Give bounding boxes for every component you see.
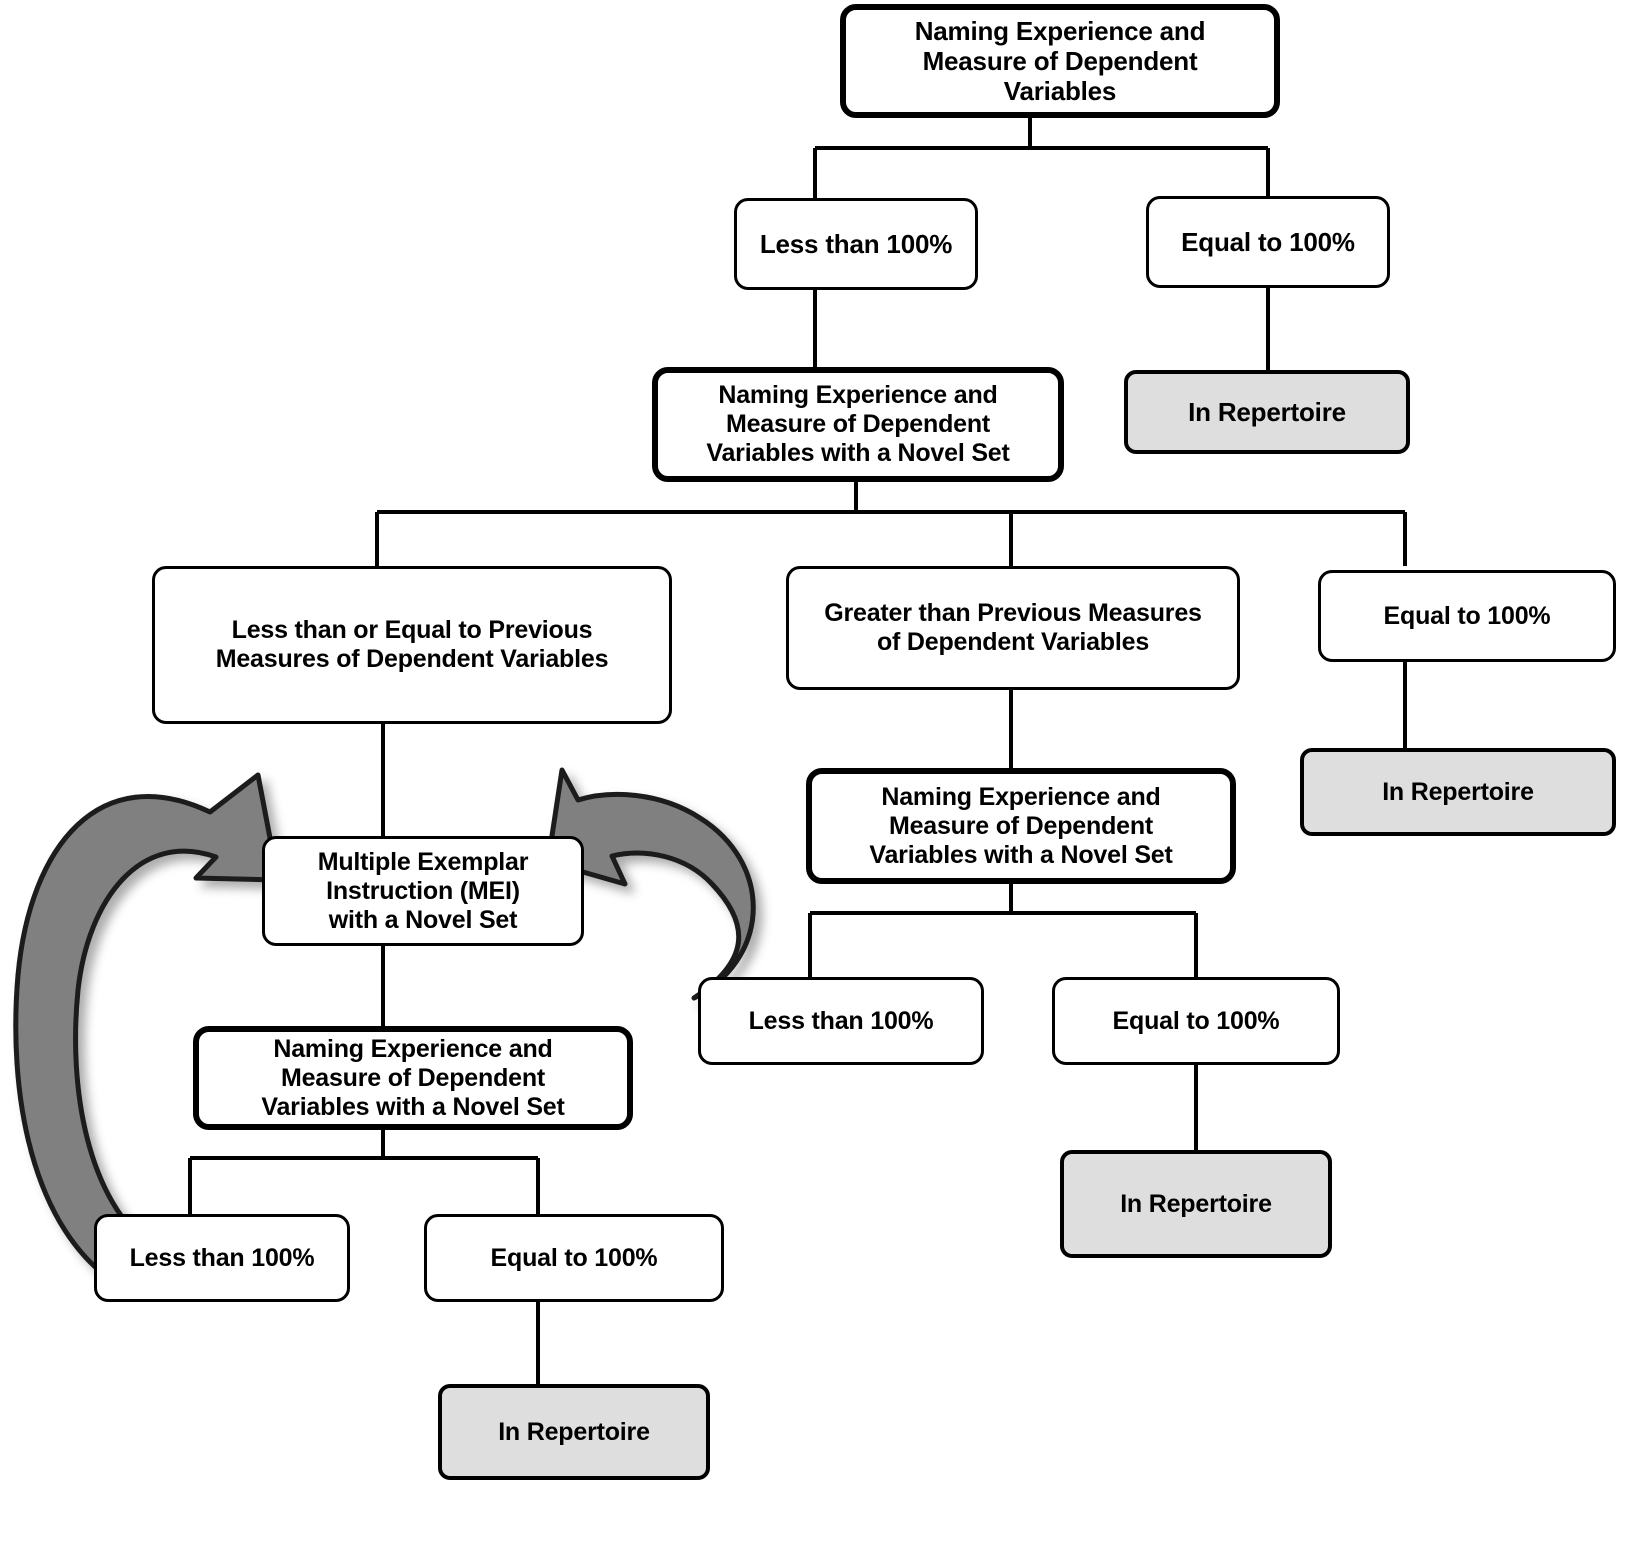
node-mei-equal-label: Equal to 100% <box>490 1243 658 1272</box>
node-root-less-than-100[interactable]: Less than 100% <box>734 198 978 290</box>
node-root-equal-label: Equal to 100% <box>1181 226 1355 257</box>
node-in-repertoire-right-column[interactable]: In Repertoire <box>1300 748 1616 836</box>
node-mei-label: Multiple Exemplar Instruction (MEI) with… <box>317 847 529 934</box>
node-mei-less-than-100[interactable]: Less than 100% <box>94 1214 350 1302</box>
node-mei-less-label: Less than 100% <box>129 1243 315 1272</box>
node-novel-set-1-label: Naming Experience and Measure of Depende… <box>706 381 1010 467</box>
node-root-less-label: Less than 100% <box>759 228 953 259</box>
node-root-equal-to-100[interactable]: Equal to 100% <box>1146 196 1390 288</box>
node-mei-equal-to-100[interactable]: Equal to 100% <box>424 1214 724 1302</box>
node-in-repertoire-bottom[interactable]: In Repertoire <box>438 1384 710 1480</box>
node-ns3-less-than-100[interactable]: Less than 100% <box>698 977 984 1065</box>
node-in-repertoire-middle-column[interactable]: In Repertoire <box>1060 1150 1332 1258</box>
node-naming-experience-novel-set-1[interactable]: Naming Experience and Measure of Depende… <box>652 367 1064 482</box>
node-multiple-exemplar-instruction[interactable]: Multiple Exemplar Instruction (MEI) with… <box>262 836 584 946</box>
node-in-repertoire-top-right-label: In Repertoire <box>1188 396 1346 427</box>
node-root-naming-experience[interactable]: Naming Experience and Measure of Depende… <box>840 4 1280 118</box>
node-branch-right-label: Equal to 100% <box>1383 601 1551 630</box>
node-greater-than-previous-measures[interactable]: Greater than Previous Measures of Depend… <box>786 566 1240 690</box>
node-ns3-equal-label: Equal to 100% <box>1112 1006 1280 1035</box>
node-in-repertoire-top-right[interactable]: In Repertoire <box>1124 370 1410 454</box>
node-novel-set-2-label: Naming Experience and Measure of Depende… <box>261 1034 565 1121</box>
node-root-label: Naming Experience and Measure of Depende… <box>914 15 1206 107</box>
node-in-repertoire-right-column-label: In Repertoire <box>1382 777 1534 806</box>
node-naming-experience-novel-set-2[interactable]: Naming Experience and Measure of Depende… <box>193 1026 633 1130</box>
node-branch-left-label: Less than or Equal to Previous Measures … <box>215 616 609 673</box>
node-in-repertoire-middle-column-label: In Repertoire <box>1120 1189 1272 1218</box>
node-in-repertoire-bottom-label: In Repertoire <box>498 1417 650 1446</box>
node-ns3-equal-to-100[interactable]: Equal to 100% <box>1052 977 1340 1065</box>
node-branch-middle-label: Greater than Previous Measures of Depend… <box>824 599 1202 656</box>
node-less-than-or-equal-previous-measures[interactable]: Less than or Equal to Previous Measures … <box>152 566 672 724</box>
node-novel-set-3-label: Naming Experience and Measure of Depende… <box>869 782 1173 869</box>
node-naming-experience-novel-set-3[interactable]: Naming Experience and Measure of Depende… <box>806 768 1236 884</box>
node-branch-equal-to-100[interactable]: Equal to 100% <box>1318 570 1616 662</box>
node-ns3-less-label: Less than 100% <box>748 1006 934 1035</box>
